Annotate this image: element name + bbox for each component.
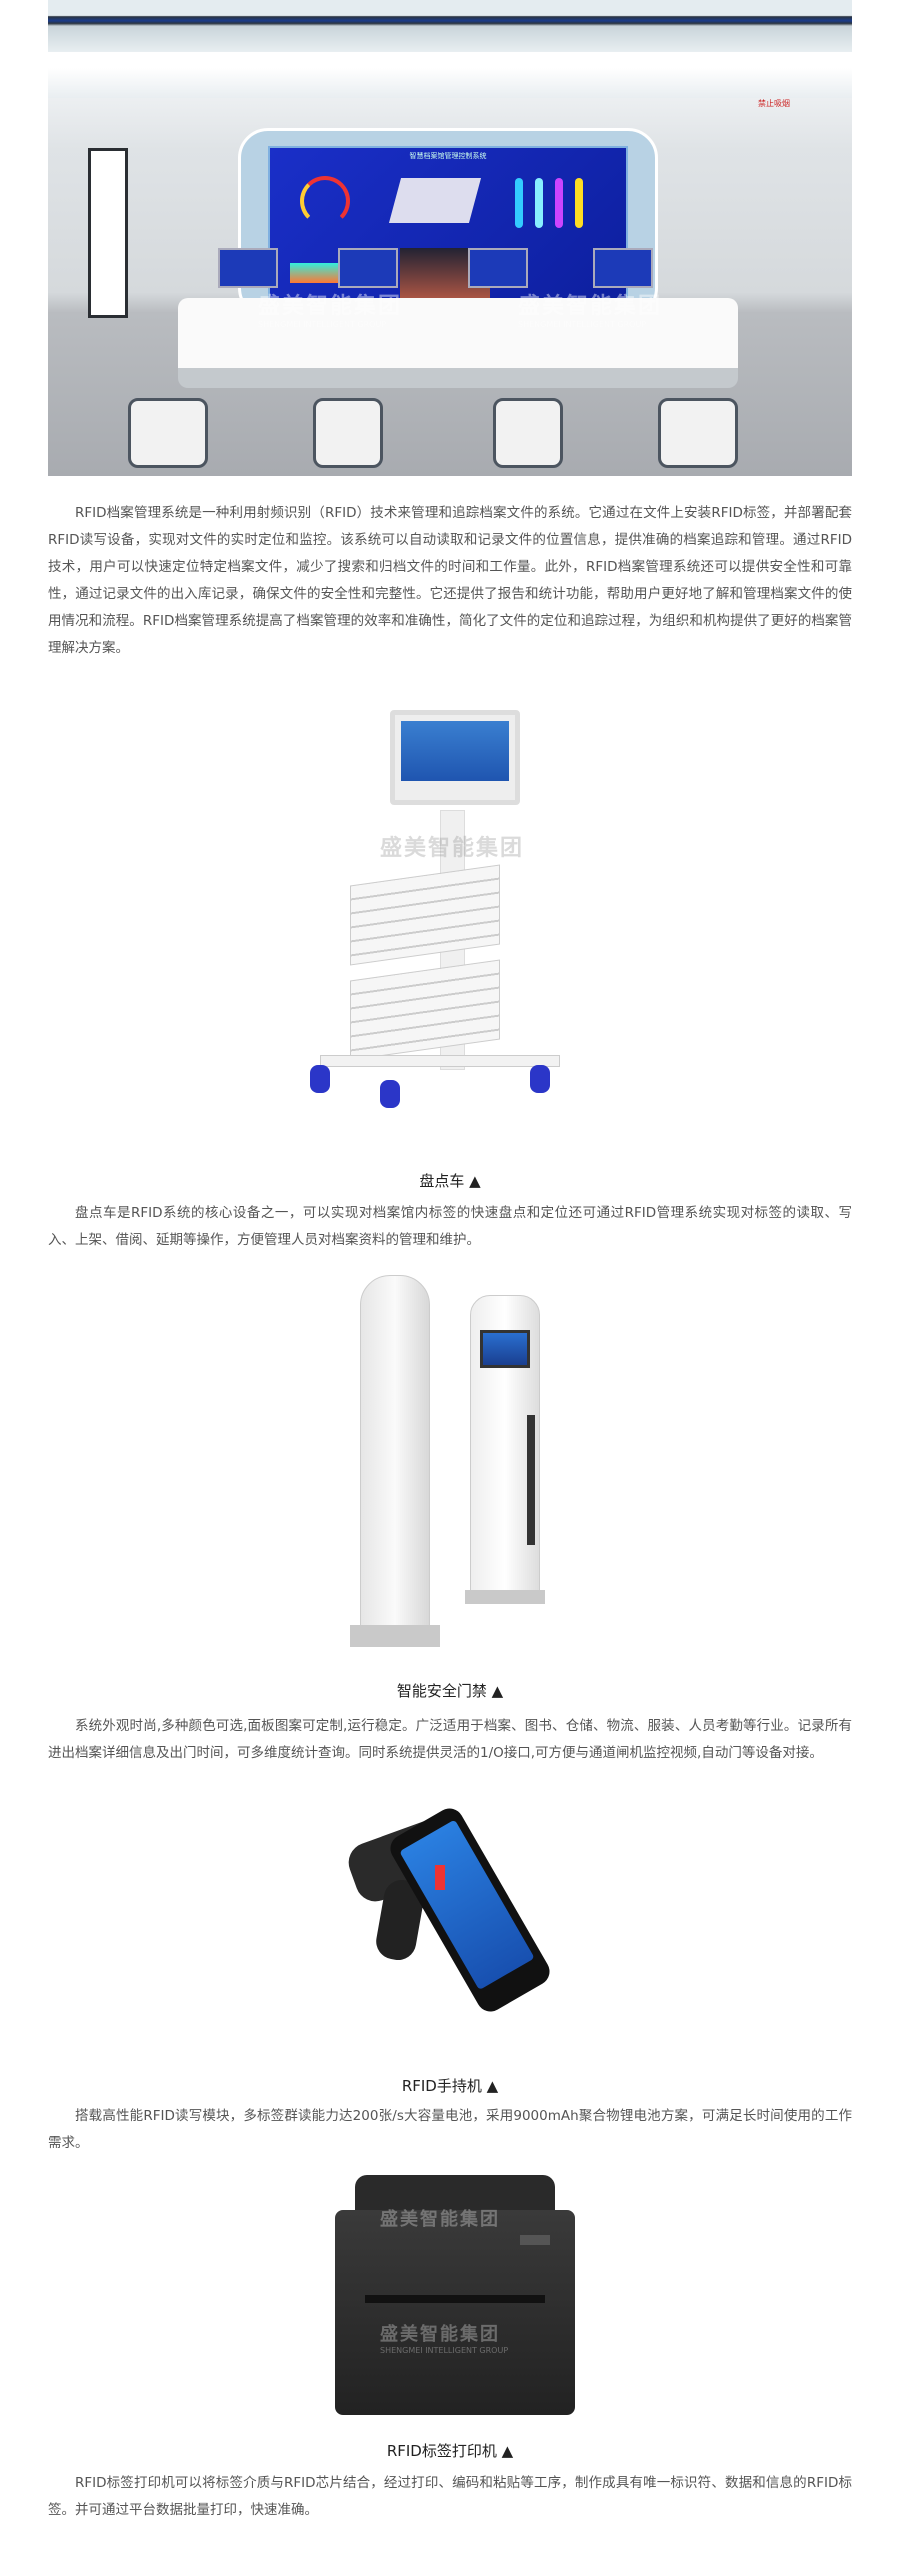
product-caption-cart: 盘点车 ▲: [419, 1172, 481, 1190]
product-desc-printer: RFID标签打印机可以将标签介质与RFID芯片结合，经过打印、编码和粘贴等工序，…: [48, 2475, 852, 2518]
inventory-cart-image: 盛美智能集团: [290, 700, 590, 1120]
top-image-strip: [48, 0, 852, 52]
product-caption-handheld: RFID手持机 ▲: [401, 2077, 499, 2095]
security-gate-image: [340, 1275, 570, 1655]
console-desk: [178, 298, 738, 388]
product-desc-handheld: 搭载高性能RFID读写模块，多标签群读能力达200张/s大容量电池，采用9000…: [48, 2108, 852, 2151]
watermark: 盛美智能集团: [380, 836, 525, 861]
product-desc-cart: 盘点车是RFID系统的核心设备之一，可以实现对档案馆内标签的快速盘点和定位还可通…: [48, 1205, 852, 1248]
rfid-handheld-image: [290, 1790, 590, 2050]
screen-title: 智慧档案馆管理控制系统: [409, 152, 487, 160]
watermark: 盛美智能集团: [380, 2209, 500, 2230]
wall-sign: 禁止吸烟: [758, 99, 790, 108]
video-wall-screen: 智慧档案馆管理控制系统: [268, 146, 628, 306]
intro-paragraph: RFID档案管理系统是一种利用射频识别（RFID）技术来管理和追踪档案文件的系统…: [48, 505, 852, 656]
product-caption-printer: RFID标签打印机 ▲: [386, 2442, 514, 2460]
product-caption-gate: 智能安全门禁 ▲: [396, 1682, 504, 1700]
product-desc-gate: 系统外观时尚,多种颜色可选,面板图案可定制,运行稳定。广泛适用于档案、图书、仓储…: [48, 1718, 852, 1761]
